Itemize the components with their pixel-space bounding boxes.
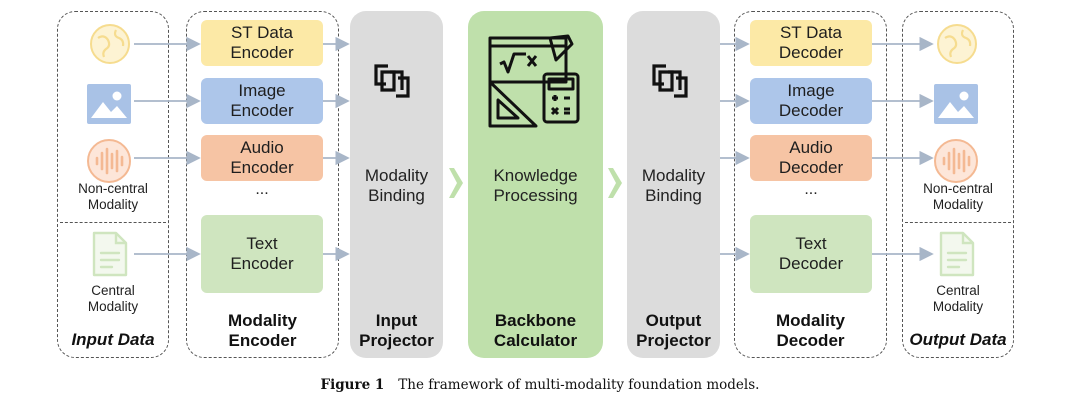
modality-decoder-title: Modality Decoder	[776, 311, 845, 350]
image-icon	[934, 84, 978, 124]
text-decoder: Text Decoder	[750, 215, 872, 293]
backbone-title: Backbone Calculator	[493, 311, 578, 350]
encoder-ellipsis: ...	[255, 181, 269, 198]
modality-encoder-box	[186, 11, 339, 358]
image-encoder: Image Encoder	[201, 78, 323, 124]
input-divider	[60, 222, 166, 223]
chevron-right-icon	[608, 168, 622, 198]
input-data-box	[57, 11, 169, 358]
document-icon	[92, 231, 128, 277]
backbone-body: Knowledge Processing	[493, 166, 578, 205]
document-icon	[939, 231, 975, 277]
output-projector-body: Modality Binding	[641, 166, 706, 205]
output-data-title: Output Data	[909, 330, 1007, 349]
output-projector-column	[627, 11, 720, 358]
image-decoder: Image Decoder	[750, 78, 872, 124]
decoder-ellipsis: ...	[804, 181, 818, 198]
link-icon	[374, 64, 410, 98]
output-non-central-label: Non-central Modality	[923, 181, 993, 212]
chevron-right-icon	[449, 168, 463, 198]
input-projector-body: Modality Binding	[364, 166, 429, 205]
output-central-label: Central Modality	[932, 283, 984, 314]
audio-wave-icon	[934, 139, 978, 183]
audio-wave-icon	[87, 139, 131, 183]
input-non-central-label: Non-central Modality	[78, 181, 148, 212]
modality-encoder-title: Modality Encoder	[228, 311, 297, 350]
output-divider	[905, 222, 1011, 223]
globe-icon	[937, 24, 977, 64]
figure-caption: Figure 1 The framework of multi-modality …	[0, 377, 1080, 393]
st-data-encoder: ST Data Encoder	[201, 20, 323, 66]
modality-decoder-box	[734, 11, 887, 358]
input-central-label: Central Modality	[87, 283, 139, 314]
text-encoder: Text Encoder	[201, 215, 323, 293]
output-projector-title: Output Projector	[636, 311, 711, 350]
globe-icon	[90, 24, 130, 64]
calculator-icon	[488, 34, 580, 128]
caption-label: Figure 1	[320, 377, 385, 393]
input-data-title: Input Data	[71, 330, 155, 349]
input-projector-column	[350, 11, 443, 358]
audio-decoder: Audio Decoder	[750, 135, 872, 181]
link-icon	[652, 64, 688, 98]
audio-encoder: Audio Encoder	[201, 135, 323, 181]
caption-text: The framework of multi-modality foundati…	[398, 377, 760, 393]
input-projector-title: Input Projector	[359, 311, 434, 350]
image-icon	[87, 84, 131, 124]
output-data-box	[902, 11, 1014, 358]
st-data-decoder: ST Data Decoder	[750, 20, 872, 66]
